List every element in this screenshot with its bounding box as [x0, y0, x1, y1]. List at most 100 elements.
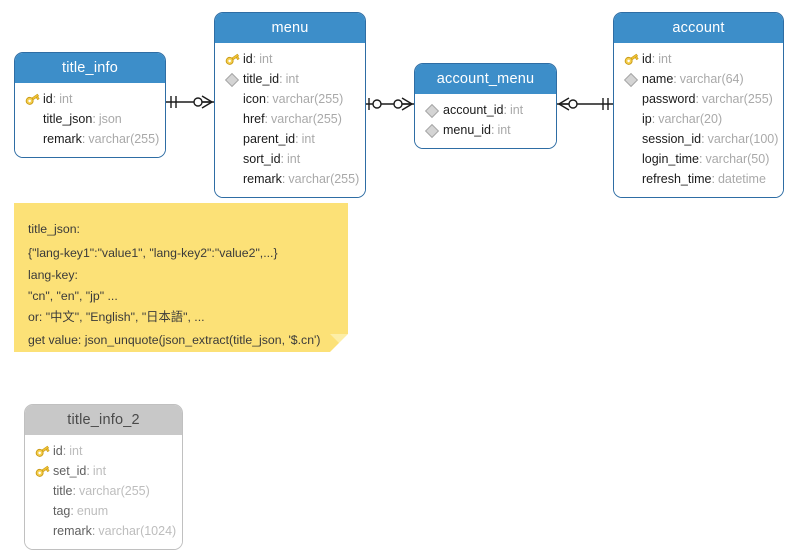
field-row[interactable]: account_id:int: [415, 100, 556, 120]
field-type: varchar(255): [701, 92, 773, 106]
field-row[interactable]: title:varchar(255): [25, 481, 182, 501]
field-row[interactable]: session_id:varchar(100): [614, 129, 783, 149]
field-name: id: [53, 444, 63, 458]
field-separator: :: [295, 132, 299, 146]
field-marker-none: [622, 169, 642, 189]
field-row[interactable]: id:int: [215, 49, 365, 69]
field-type: int: [509, 103, 524, 117]
field-type: int: [658, 52, 672, 66]
field-marker-none: [622, 129, 642, 149]
relationship-line-title_info-menu[interactable]: [166, 90, 214, 114]
field-type: enum: [76, 504, 109, 518]
field-row[interactable]: tag:enum: [25, 501, 182, 521]
field-marker-none: [622, 149, 642, 169]
field-name: href: [243, 112, 265, 126]
field-row[interactable]: login_time:varchar(50): [614, 149, 783, 169]
field-name: password: [642, 92, 696, 106]
field-type: varchar(255): [288, 172, 360, 186]
field-row[interactable]: title_json:json: [15, 109, 165, 129]
field-separator: :: [265, 92, 270, 106]
field-type: int: [285, 72, 299, 86]
field-row[interactable]: title_id:int: [215, 69, 365, 89]
field-row[interactable]: parent_id:int: [215, 129, 365, 149]
field-row[interactable]: remark:varchar(255): [215, 169, 365, 189]
field-row[interactable]: refresh_time:datetime: [614, 169, 783, 189]
field-separator: :: [81, 132, 86, 146]
field-row[interactable]: id:int: [25, 441, 182, 461]
relationship-line-account_menu-account[interactable]: [557, 92, 613, 116]
field-row[interactable]: set_id:int: [25, 461, 182, 481]
field-type: int: [59, 92, 73, 106]
key-icon: [23, 89, 43, 109]
field-name: remark: [53, 524, 92, 538]
field-row[interactable]: id:int: [614, 49, 783, 69]
field-row[interactable]: menu_id:int: [415, 120, 556, 140]
field-type: int: [69, 444, 83, 458]
note-line: {"lang-key1":"value1", "lang-key2":"valu…: [28, 246, 278, 260]
field-row[interactable]: icon:varchar(255): [215, 89, 365, 109]
sticky-note-title_json_note[interactable]: title_json: {"lang-key1":"value1", "lang-…: [14, 203, 348, 352]
field-type: int: [259, 52, 273, 66]
field-marker-none: [33, 481, 53, 501]
field-row[interactable]: remark:varchar(255): [15, 129, 165, 149]
diamond-icon: [622, 69, 642, 89]
field-separator: :: [490, 123, 495, 137]
diamond-icon: [423, 120, 443, 140]
field-type: varchar(255): [88, 132, 160, 146]
key-icon: [33, 441, 53, 461]
field-name: title_id: [243, 72, 280, 86]
field-type: varchar(50): [705, 152, 770, 166]
field-separator: :: [651, 112, 656, 126]
field-name: name: [642, 72, 674, 86]
field-separator: :: [711, 172, 715, 186]
field-name: refresh_time: [642, 172, 712, 186]
field-row[interactable]: sort_id:int: [215, 149, 365, 169]
field-name: session_id: [642, 132, 702, 146]
field-separator: :: [701, 132, 705, 146]
field-row[interactable]: id:int: [15, 89, 165, 109]
field-separator: :: [52, 92, 57, 106]
field-name: title: [53, 484, 73, 498]
field-type: varchar(20): [658, 112, 723, 126]
field-marker-none: [223, 169, 243, 189]
relationship-line-menu-account_menu[interactable]: [366, 92, 414, 116]
field-marker-none: [622, 109, 642, 129]
field-separator: :: [279, 72, 283, 86]
field-name: tag: [53, 504, 71, 518]
field-separator: :: [72, 484, 76, 498]
note-line: lang-key:: [28, 268, 78, 282]
field-name: id: [243, 52, 253, 66]
field-type: json: [98, 112, 122, 126]
field-name: id: [642, 52, 652, 66]
field-separator: :: [673, 72, 677, 86]
diamond-icon: [223, 69, 243, 89]
field-row[interactable]: remark:varchar(1024): [25, 521, 182, 541]
field-row[interactable]: name:varchar(64): [614, 69, 783, 89]
field-name: ip: [642, 112, 652, 126]
note-line: title_json:: [28, 222, 80, 236]
field-row[interactable]: password:varchar(255): [614, 89, 783, 109]
key-icon: [223, 49, 243, 69]
field-type: int: [287, 152, 301, 166]
entity-header-account_menu: account_menu: [415, 64, 556, 94]
field-type: varchar(100): [707, 132, 779, 146]
field-separator: :: [91, 524, 96, 538]
field-name: id: [43, 92, 53, 106]
key-icon: [33, 461, 53, 481]
note-line: "cn", "en", "jp" ...: [28, 289, 118, 303]
field-separator: :: [86, 464, 90, 478]
field-row[interactable]: ip:varchar(20): [614, 109, 783, 129]
field-separator: :: [698, 152, 703, 166]
entity-header-account: account: [614, 13, 783, 43]
field-marker-none: [223, 89, 243, 109]
field-type: varchar(255): [272, 92, 344, 106]
field-row[interactable]: href:varchar(255): [215, 109, 365, 129]
